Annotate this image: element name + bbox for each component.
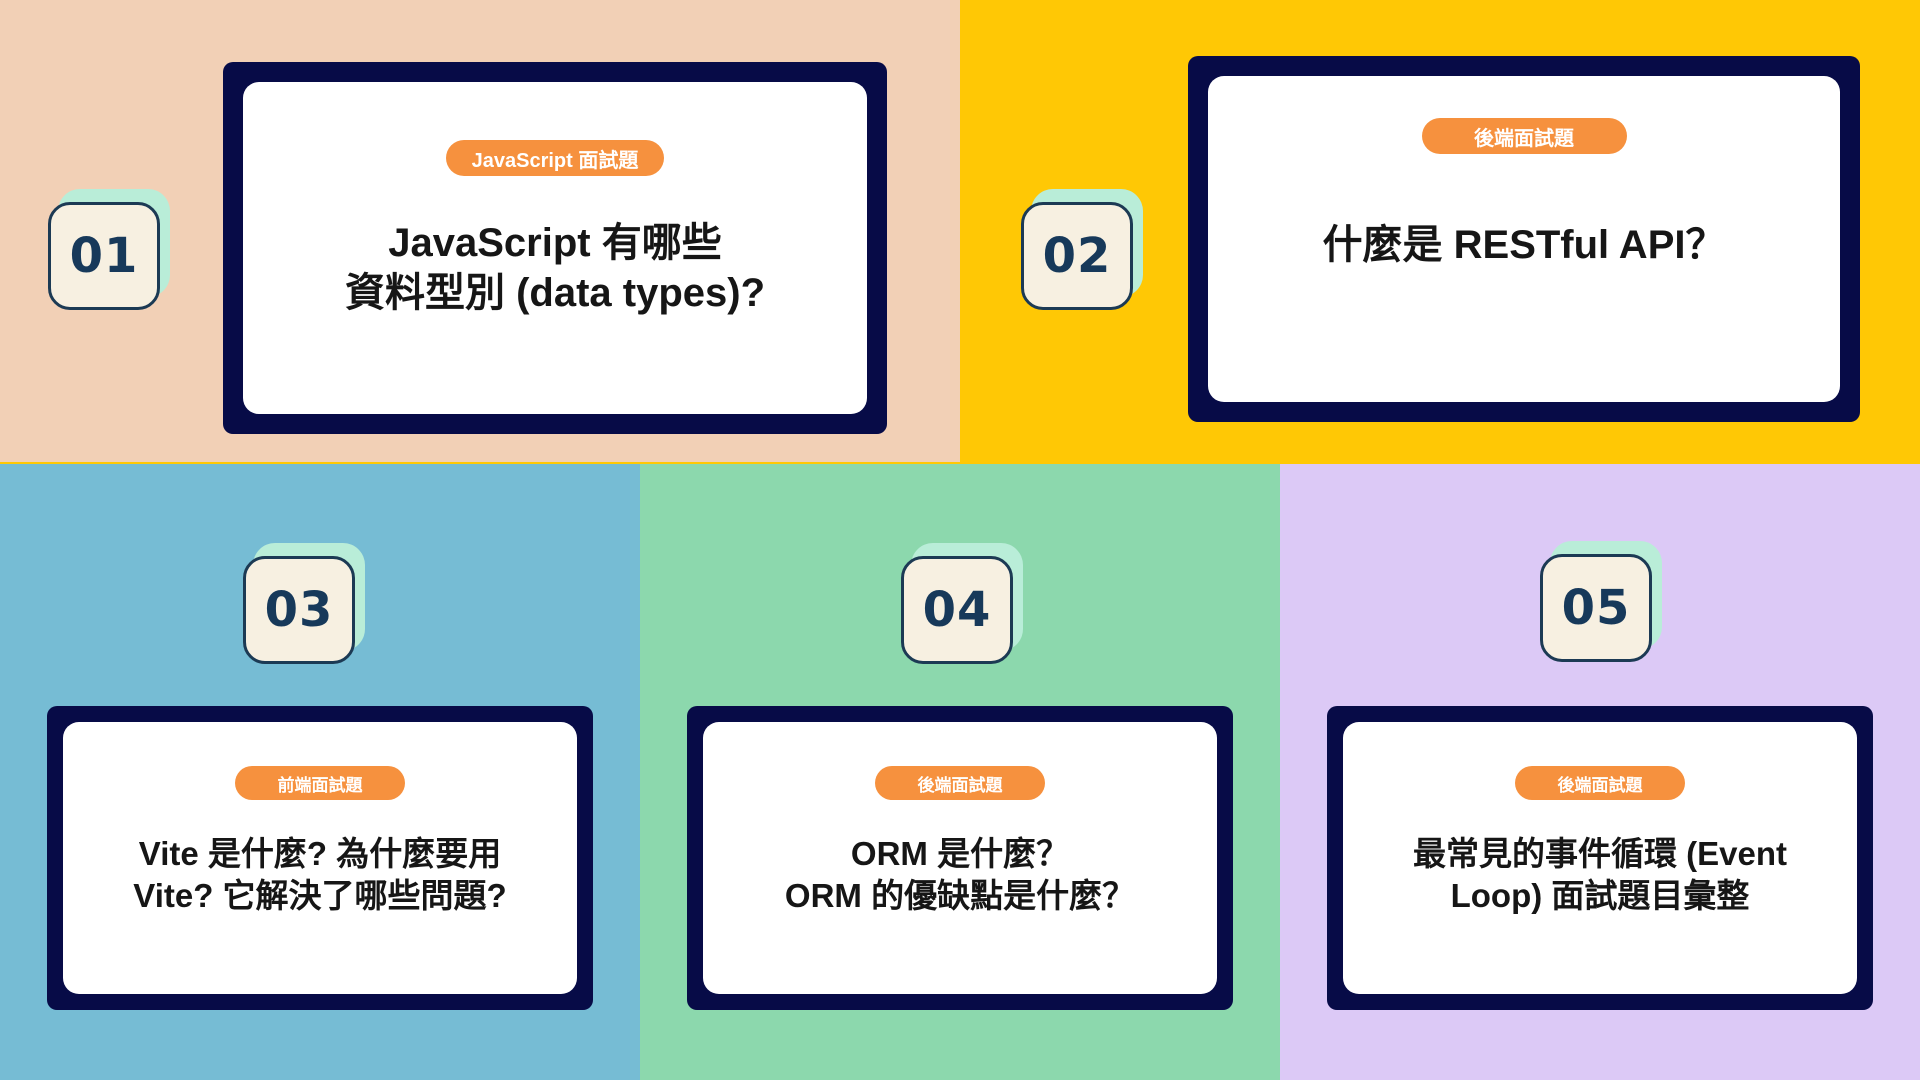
question-card-1[interactable]: JavaScript 面試題 JavaScript 有哪些 資料型別 (data… [223,62,887,434]
number-badge-05: 05 [1540,554,1652,662]
card-3-inner: 前端面試題 Vite 是什麼? 為什麼要用 Vite? 它解決了哪些問題? [63,722,577,994]
number-badge-01: 01 [48,202,160,310]
title-line: Vite 是什麼? 為什麼要用 [138,835,502,872]
badge-number-05: 05 [1561,580,1631,636]
badge-number-03: 03 [264,582,334,638]
card-2-inner: 後端面試題 什麼是 RESTful API？ [1208,76,1840,402]
number-badge-03: 03 [243,556,355,664]
question-card-2[interactable]: 後端面試題 什麼是 RESTful API？ [1188,56,1860,422]
card-1-inner: JavaScript 面試題 JavaScript 有哪些 資料型別 (data… [243,82,867,414]
question-card-3[interactable]: 前端面試題 Vite 是什麼? 為什麼要用 Vite? 它解決了哪些問題? [47,706,593,1010]
title-line: 什麼是 RESTful API？ [1322,223,1726,267]
number-badge-04: 04 [901,556,1013,664]
title-line: Vite? 它解決了哪些問題? [133,877,507,914]
category-tag-2: 後端面試題 [1421,118,1627,154]
card-5-inner: 後端面試題 最常見的事件循環 (Event Loop) 面試題目彙整 [1343,722,1857,994]
category-tag-4: 後端面試題 [875,766,1045,800]
title-line: Loop) 面試題目彙整 [1450,877,1750,914]
category-tag-3: 前端面試題 [235,766,405,800]
question-title-4: ORM 是什麼？ ORM 的優缺點是什麼？ [785,833,1135,917]
title-line: 資料型別 (data types)? [344,271,766,315]
title-line: 最常見的事件循環 (Event [1412,835,1788,872]
question-card-5[interactable]: 後端面試題 最常見的事件循環 (Event Loop) 面試題目彙整 [1327,706,1873,1010]
category-tag-1: JavaScript 面試題 [445,140,665,176]
category-tag-1-label: JavaScript 面試題 [471,149,639,172]
title-line: ORM 的優缺點是什麼？ [784,877,1136,914]
number-badge-02: 02 [1021,202,1133,310]
badge-number-01: 01 [69,228,139,284]
title-line: ORM 是什麼？ [850,835,1070,872]
category-tag-5-label: 後端面試題 [1557,775,1643,795]
category-tag-3-label: 前端面試題 [277,775,363,795]
badge-number-02: 02 [1042,228,1112,284]
title-line: JavaScript 有哪些 [388,221,722,265]
question-title-2: 什麼是 RESTful API？ [1323,220,1726,270]
category-tag-2-label: 後端面試題 [1474,127,1574,150]
category-tag-4-label: 後端面試題 [917,775,1003,795]
question-title-5: 最常見的事件循環 (Event Loop) 面試題目彙整 [1413,833,1787,917]
category-tag-5: 後端面試題 [1515,766,1685,800]
question-card-4[interactable]: 後端面試題 ORM 是什麼？ ORM 的優缺點是什麼？ [687,706,1233,1010]
badge-number-04: 04 [922,582,992,638]
question-title-1: JavaScript 有哪些 資料型別 (data types)? [345,218,765,318]
card-4-inner: 後端面試題 ORM 是什麼？ ORM 的優缺點是什麼？ [703,722,1217,994]
question-title-3: Vite 是什麼? 為什麼要用 Vite? 它解決了哪些問題? [133,833,506,917]
